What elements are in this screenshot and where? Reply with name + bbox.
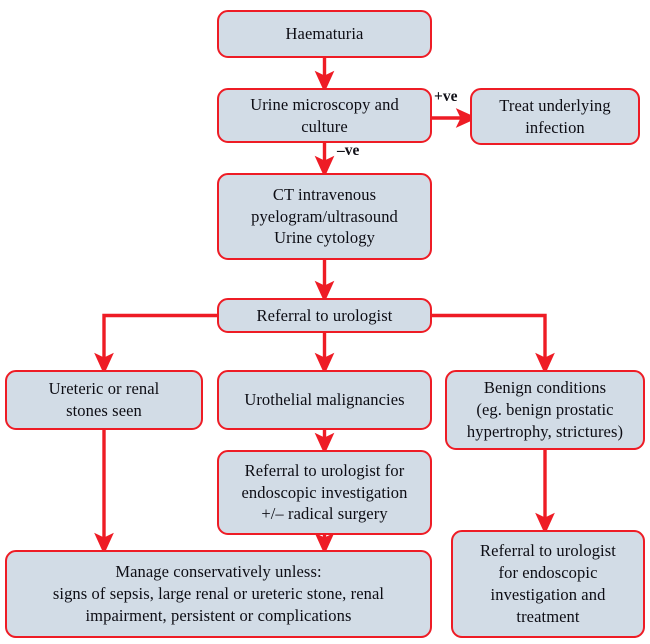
node-urothelial-malignancies[interactable]: Urothelial malignancies [217,370,432,430]
node-referral-endoscopic-investigation-treatment[interactable]: Referral to urologist for endoscopic inv… [451,530,645,638]
edge-label-negative: –ve [337,142,360,159]
node-ureteric-or-renal-stones[interactable]: Ureteric or renal stones seen [5,370,203,430]
node-haematuria[interactable]: Haematuria [217,10,432,58]
edge-label-positive: +ve [434,88,458,105]
node-benign-conditions-label: Benign conditions (eg. benign prostatic … [466,378,624,441]
node-referral-endoscopic-radical-surgery-label: Referral to urologist for endoscopic inv… [241,460,408,524]
node-urine-microscopy-and-culture[interactable]: Urine microscopy and culture [217,88,432,143]
node-benign-conditions[interactable]: Benign conditions (eg. benign prostatic … [445,370,645,450]
edge-referral-to-ureteric-stones [94,313,217,375]
node-urine-microscopy-and-culture-label: Urine microscopy and culture [250,94,399,136]
node-haematuria-label: Haematuria [285,24,364,44]
node-ct-intravenous-pyelogram-label: CT intravenous pyelogram/ultrasound Urin… [251,184,398,248]
node-manage-conservatively[interactable]: Manage conservatively unless: signs of s… [5,550,432,638]
node-treat-underlying-infection-label: Treat underlying infection [499,95,611,137]
node-referral-to-urologist[interactable]: Referral to urologist [217,298,432,333]
node-treat-underlying-infection[interactable]: Treat underlying infection [470,88,640,145]
node-referral-endoscopic-radical-surgery[interactable]: Referral to urologist for endoscopic inv… [217,450,432,535]
node-urothelial-malignancies-label: Urothelial malignancies [244,390,405,410]
node-manage-conservatively-label: Manage conservatively unless: signs of s… [52,562,385,625]
edge-referral-to-benign [432,313,555,375]
node-ureteric-or-renal-stones-label: Ureteric or renal stones seen [48,379,160,420]
node-ct-intravenous-pyelogram[interactable]: CT intravenous pyelogram/ultrasound Urin… [217,173,432,260]
node-referral-to-urologist-label: Referral to urologist [256,305,393,325]
node-referral-endoscopic-investigation-treatment-label: Referral to urologist for endoscopic inv… [480,541,616,626]
